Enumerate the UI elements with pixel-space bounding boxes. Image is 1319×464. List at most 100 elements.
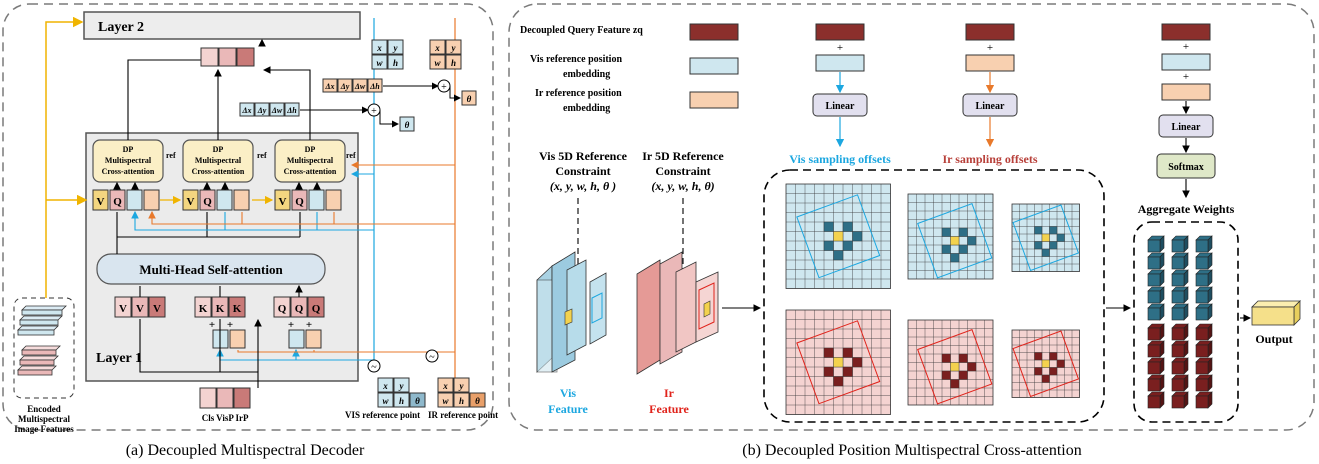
vis-sum-to-theta [379, 110, 399, 128]
ir-feature-label-1: Ir [664, 386, 675, 400]
softmax-box[interactable] [1156, 153, 1216, 179]
panel-a: Layer 2 Layer 1 DP Multispectral Cross-a… [2, 3, 498, 459]
rotated-box [917, 329, 993, 405]
vis-pos-token [216, 189, 233, 211]
sample-cell [1049, 352, 1058, 361]
ir-sum-circle [425, 349, 439, 363]
ir-weight-cube [1147, 374, 1165, 392]
sample-cell [1034, 367, 1043, 376]
ir-dy-box [337, 78, 353, 93]
q-token-label: Q [295, 196, 304, 208]
ref-label: ref [166, 151, 176, 160]
sample-cell [842, 366, 853, 377]
ir-theta-box [461, 90, 477, 106]
sample-cell [941, 227, 951, 237]
legend-vis-label-2: embedding [563, 69, 610, 80]
k-box [228, 296, 246, 318]
legend-vis-swatch [689, 57, 739, 75]
ir-to-k-line [237, 350, 455, 353]
ir-linear-label: Linear [976, 101, 1005, 112]
caption-b: (b) Decoupled Position Multispectral Cro… [742, 442, 1082, 459]
cube-front [1171, 361, 1185, 375]
ir-linear-box[interactable] [962, 93, 1018, 117]
vis-theta-box [399, 116, 415, 132]
vvv-group: V V V [114, 296, 166, 318]
sample-cell [967, 236, 977, 246]
ir-weight-cube [1195, 391, 1213, 409]
k-label: K [233, 303, 242, 315]
sample-cell [941, 353, 951, 363]
cube-front [1147, 307, 1161, 321]
sample-cell [852, 231, 863, 242]
x-label: x [376, 43, 382, 53]
vis-sum-label: ~ [371, 362, 377, 373]
vis-dx-label: Δx [241, 106, 251, 115]
rotated-box [1012, 330, 1080, 398]
sample-cell [950, 362, 960, 372]
ir-weight-cube [1195, 340, 1213, 358]
q-box [307, 296, 325, 318]
sample-cell [842, 347, 853, 358]
ir-col-plus: + [987, 42, 993, 54]
cube-front [1195, 327, 1209, 341]
cube-front [1195, 395, 1209, 409]
visp-token [216, 387, 234, 409]
ir-reference-point: x y w h θ IR reference point [428, 377, 498, 420]
vis-dx-box [239, 102, 255, 117]
sample-cell [823, 221, 834, 232]
out-visp-token [218, 47, 237, 67]
cube-front [1147, 378, 1161, 392]
kkk-group: K K K [194, 296, 246, 318]
legend-query-label: Decoupled Query Feature zq [520, 25, 643, 36]
ir-grid-small [1011, 329, 1080, 398]
mhsa-input-arrows [139, 286, 299, 297]
encoded-label-1: Encoded [27, 404, 61, 414]
vis-ref-point-label: VIS reference point [345, 410, 420, 420]
vis-to-tokens-branches [224, 212, 318, 230]
output-label: Output [1255, 332, 1292, 346]
q-vis-pos [288, 329, 305, 349]
vis-col-query-box [815, 23, 865, 41]
ref-label: ref [257, 151, 267, 160]
legend-query-swatch [689, 23, 739, 41]
vis-sum-circle [367, 359, 381, 373]
sample-cell [1049, 226, 1058, 235]
w-linear-box[interactable] [1158, 114, 1214, 138]
ir-delta-group: Δx Δy Δw Δh [322, 78, 383, 93]
sample-cell [842, 221, 853, 232]
mhsa-label: Multi-Head Self-attention [139, 262, 283, 277]
vis-weight-cube [1171, 269, 1189, 287]
ir-pos-token [325, 189, 342, 211]
cube-front [1195, 344, 1209, 358]
plus-k2: + [227, 319, 233, 331]
vis-constraint-1: Vis 5D Reference [539, 149, 628, 163]
vis-linear-box[interactable] [812, 93, 868, 117]
vis-feature-label-2: Feature [548, 402, 588, 416]
panel-b-border [508, 3, 1315, 431]
w-label: w [434, 58, 441, 68]
sampling-grids-box [763, 169, 1105, 423]
irp-token [233, 387, 251, 409]
rotated-box [1012, 204, 1080, 272]
sample-cell [1041, 359, 1050, 368]
encoded-label-3: Image Features [14, 424, 74, 434]
cube-front [1171, 239, 1185, 253]
ir-to-tokens-line [148, 210, 455, 225]
sample-cell [1034, 226, 1043, 235]
vis-dy-box [254, 102, 270, 117]
vis-feature-stack [536, 251, 607, 373]
sample-cell [958, 227, 968, 237]
sample-cell [833, 376, 844, 387]
cube-front [1171, 273, 1185, 287]
legend-ir-swatch [689, 91, 739, 109]
cube-front [1147, 290, 1161, 304]
q-token-label: Q [113, 196, 122, 208]
dp-text-3: Cross-attention [192, 167, 245, 176]
v-token-label: V [279, 196, 287, 208]
cube-front [1171, 395, 1185, 409]
dp-text-1: DP [123, 145, 134, 154]
ir-constraint-2: Constraint [655, 164, 710, 178]
cube-front [1171, 327, 1185, 341]
sample-cell [950, 379, 960, 389]
